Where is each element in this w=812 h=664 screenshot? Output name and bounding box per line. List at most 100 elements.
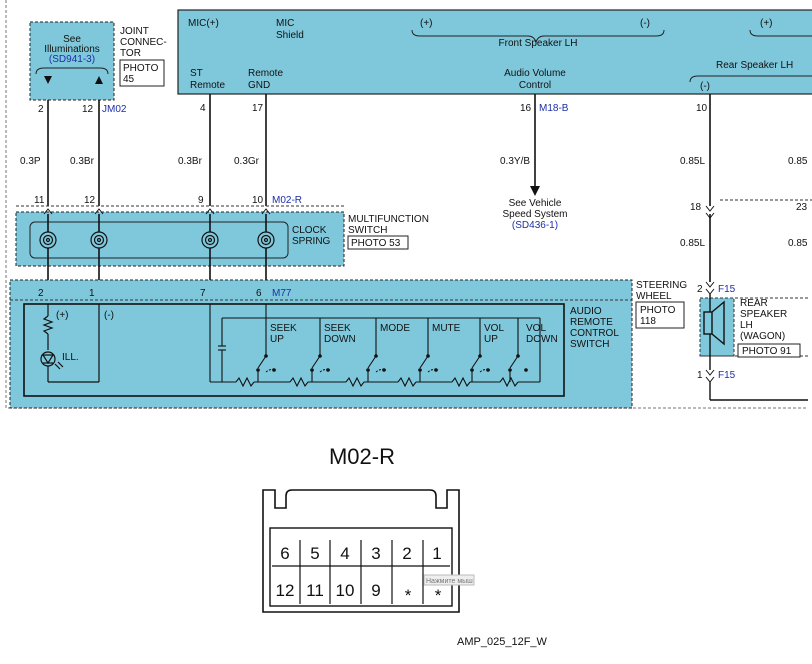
photo-118-l1: PHOTO <box>640 305 676 316</box>
joint-arrow-up-icon <box>95 76 103 84</box>
photo-45-l1: PHOTO <box>123 63 159 74</box>
ill-label: ILL. <box>62 352 79 363</box>
cv-pin-4: 4 <box>340 544 349 563</box>
clock-spring-l2: SPRING <box>292 236 331 247</box>
tooltip-watermark <box>423 574 475 586</box>
mf-pin-9: 9 <box>198 195 204 206</box>
remote-gnd-l1: Remote <box>248 68 283 79</box>
rs-pin-2: 2 <box>697 284 703 295</box>
arc-l2: REMOTE <box>570 317 613 328</box>
seek-down-l2: DOWN <box>324 334 356 345</box>
joint-pin-12: 12 <box>82 104 94 115</box>
vol-up-l1: VOL <box>484 323 504 334</box>
audio-volume-l2: Control <box>519 80 551 91</box>
wire-0-3p: 0.3P <box>20 156 41 167</box>
seek-down-l1: SEEK <box>324 323 351 334</box>
wire-0-3br-a: 0.3Br <box>70 156 95 167</box>
wire-group <box>47 94 711 282</box>
wire-0-85l-b: 0.85L <box>680 238 705 249</box>
remote-gnd-l2: GND <box>248 80 270 91</box>
speed-ref: (SD436-1) <box>512 220 558 231</box>
cv-pin-empty-a: * <box>405 586 412 605</box>
m18-b-label: M18-B <box>539 103 569 114</box>
audio-volume-l1: Audio Volume <box>504 68 566 79</box>
joint-label-3: TOR <box>120 48 141 59</box>
mf-pin-10: 10 <box>252 195 264 206</box>
audio-pin-17: 17 <box>252 103 264 114</box>
m02-r-label: M02-R <box>272 195 302 206</box>
photo-118-box <box>635 301 685 329</box>
wire-0-85-b: 0.85 <box>788 238 808 249</box>
cv-pin-9: 9 <box>371 581 380 600</box>
vol-up-l2: UP <box>484 334 498 345</box>
audio-pin-10: 10 <box>696 103 708 114</box>
mute-label: MUTE <box>432 323 461 334</box>
wire-0-85-a: 0.85 <box>788 156 808 167</box>
f15-top: F15 <box>718 284 736 295</box>
sw-pin-2: 2 <box>38 288 44 299</box>
cv-pin-11: 11 <box>306 581 324 600</box>
photo-53-box <box>347 235 409 250</box>
rear-speaker-l1: REAR <box>740 298 768 309</box>
speaker-icon <box>703 294 808 401</box>
rs-pin-1: 1 <box>697 370 703 381</box>
sw-pin-6: 6 <box>256 288 262 299</box>
photo-118-l2: 118 <box>640 316 656 327</box>
mic-plus-text: MIC(+) <box>188 18 219 29</box>
seek-up-l2: UP <box>270 334 284 345</box>
cv-pin-empty-b: * <box>435 586 442 605</box>
steering-l1: STEERING <box>636 280 687 291</box>
wire-0-3br-b: 0.3Br <box>178 156 203 167</box>
splice-18: 18 <box>690 202 702 213</box>
speed-l1: See Vehicle <box>509 198 562 209</box>
speed-arrow-icon <box>530 186 540 196</box>
multifunction-l1: MULTIFUNCTION <box>348 214 429 225</box>
cv-pin-1: 1 <box>432 544 441 563</box>
st-remote-l1: ST <box>190 68 203 79</box>
rear-speaker-l4: (WAGON) <box>740 331 785 342</box>
clock-spring-l1: CLOCK <box>292 225 327 236</box>
front-speaker-lh-text: Front Speaker LH <box>499 38 578 49</box>
photo-91-box <box>737 343 801 358</box>
st-remote-l2: Remote <box>190 80 225 91</box>
wire-0-3gr: 0.3Gr <box>234 156 260 167</box>
photo-45-l2: 45 <box>123 74 135 85</box>
part-number: AMP_025_12F_W <box>457 636 547 648</box>
rear-speaker-box <box>699 297 735 357</box>
steering-l2: WHEEL <box>636 291 672 302</box>
rear-plus-top: (+) <box>760 18 773 29</box>
multifunction-l2: SWITCH <box>348 225 387 236</box>
cv-pin-12: 12 <box>276 581 295 600</box>
joint-label-2: CONNEC- <box>120 37 167 48</box>
switch-contacts <box>256 354 528 372</box>
sw-pin-1: 1 <box>89 288 95 299</box>
photo-53: PHOTO 53 <box>351 238 401 249</box>
jm02-label: JM02 <box>102 104 127 115</box>
joint-connector-box <box>29 21 115 101</box>
ill-plus: (+) <box>56 310 69 321</box>
cv-pin-5: 5 <box>310 544 319 563</box>
mf-pin-11: 11 <box>34 195 45 206</box>
photo-45-box <box>119 59 165 87</box>
joint-label-1: JOINT <box>120 26 149 37</box>
wire-0-85l-a: 0.85L <box>680 156 705 167</box>
splice-23: 23 <box>796 202 808 213</box>
sw-pin-7: 7 <box>200 288 206 299</box>
cv-pin-10: 10 <box>336 581 355 600</box>
joint-arrow-down-icon <box>44 76 52 84</box>
f15-bottom: F15 <box>718 370 736 381</box>
sd941-ref: (SD941-3) <box>49 54 95 65</box>
cv-pin-2: 2 <box>402 544 411 563</box>
rear-speaker-l3: LH <box>740 320 753 331</box>
cv-pin-3: 3 <box>371 544 380 563</box>
arc-l4: SWITCH <box>570 339 609 350</box>
mode-label: MODE <box>380 323 410 334</box>
ill-minus: (-) <box>104 310 114 321</box>
rear-minus: (-) <box>700 81 710 92</box>
vol-down-l2: DOWN <box>526 334 558 345</box>
illuminations-text: Illuminations <box>44 44 100 55</box>
tooltip-watermark-text: Нажмите мыш <box>426 578 473 585</box>
arc-l3: CONTROL <box>570 328 619 339</box>
